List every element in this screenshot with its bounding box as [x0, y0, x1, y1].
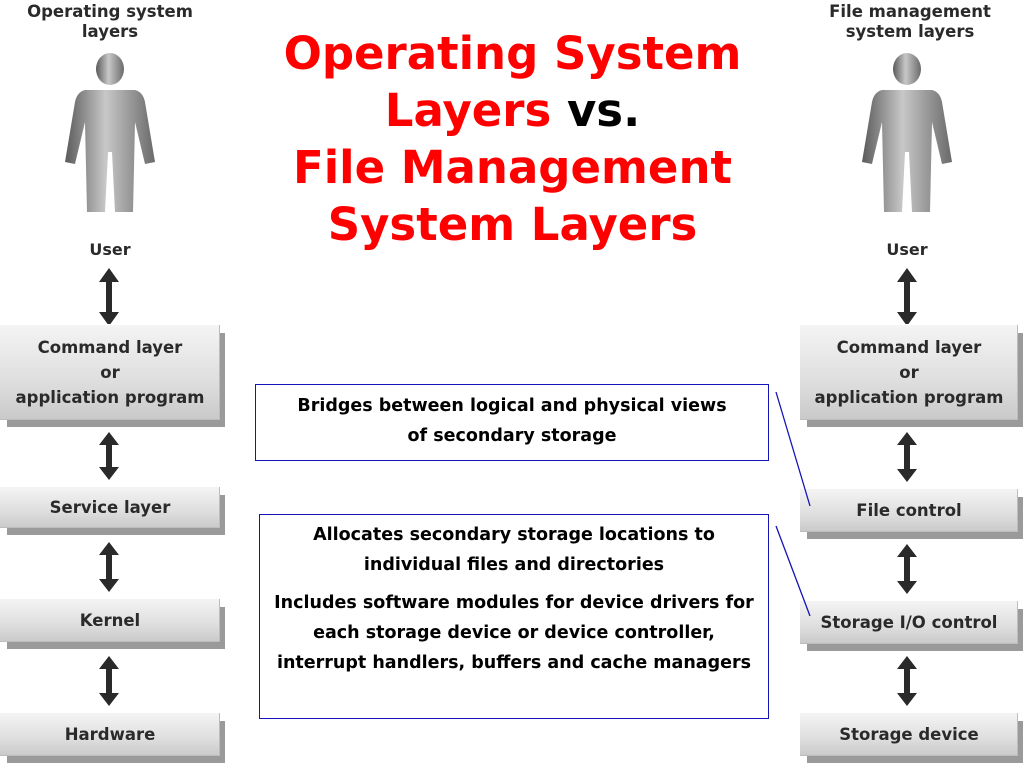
title-line-2: Layers	[384, 84, 552, 137]
right-column-heading: File management system layers	[829, 2, 991, 41]
left-column-heading: Operating system layers	[27, 2, 193, 41]
title-line-4: System Layers	[327, 198, 698, 251]
double-arrow-icon	[99, 542, 119, 592]
connector-file-control	[775, 391, 811, 507]
title-line-1: Operating System	[283, 27, 742, 80]
double-arrow-icon	[99, 656, 119, 706]
right-layer-storage-io: Storage I/O control	[800, 600, 1018, 644]
title-line-3: File Management	[292, 141, 732, 194]
user-figure-icon	[862, 53, 952, 212]
double-arrow-icon	[897, 544, 917, 594]
left-user-label: User	[89, 240, 131, 259]
double-arrow-icon	[99, 268, 119, 326]
note-storage-io-text-1: Allocates secondary storage locations to…	[313, 525, 715, 575]
double-arrow-icon	[897, 432, 917, 482]
left-layer-command: Command layer or application program	[0, 324, 220, 420]
left-layer-kernel: Kernel	[0, 598, 220, 642]
connector-storage-io	[775, 525, 811, 617]
double-arrow-icon	[99, 432, 119, 480]
double-arrow-icon	[897, 268, 917, 326]
slide-title: Operating System Layers vs. File Managem…	[215, 25, 810, 253]
right-layer-storage-device: Storage device	[800, 712, 1018, 756]
left-layer-service: Service layer	[0, 486, 220, 528]
left-layer-hardware: Hardware	[0, 712, 220, 756]
double-arrow-icon	[897, 656, 917, 706]
title-line-2-wrap: Layers vs.	[215, 82, 810, 139]
note-file-control-text: Bridges between logical and physical vie…	[297, 396, 727, 446]
note-storage-io-text-2: Includes software modules for device dri…	[274, 593, 754, 673]
right-layer-file-control: File control	[800, 488, 1018, 532]
right-user-label: User	[886, 240, 928, 259]
right-layer-command: Command layer or application program	[800, 324, 1018, 420]
note-storage-io: Allocates secondary storage locations to…	[259, 514, 769, 719]
user-figure-icon	[65, 53, 155, 212]
note-file-control: Bridges between logical and physical vie…	[255, 384, 769, 461]
title-vs: vs.	[566, 84, 641, 137]
